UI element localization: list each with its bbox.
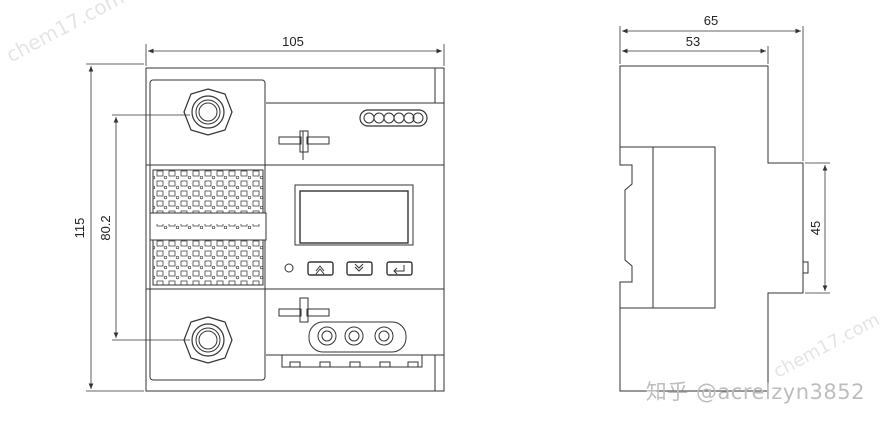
indicator-leds xyxy=(359,109,428,127)
bottom-terminal-nut xyxy=(183,316,233,364)
dim-overall-depth-label: 65 xyxy=(704,13,718,28)
vent-grid-upper xyxy=(152,169,264,214)
side-dimensions xyxy=(619,26,830,294)
vent-grid-lower xyxy=(152,239,264,286)
dim-rail-height-label: 45 xyxy=(808,221,823,235)
dim-terminal-spacing-label: 80.2 xyxy=(98,215,113,240)
top-terminal-nut xyxy=(183,88,233,136)
top-clip xyxy=(278,130,330,160)
enter-button xyxy=(386,261,413,276)
down-button xyxy=(346,261,373,276)
lcd-screen xyxy=(299,190,409,244)
up-button xyxy=(307,261,334,276)
credit-watermark: 知乎 @acrelzyn3852 xyxy=(645,380,865,404)
side-view xyxy=(619,65,809,392)
front-dimensions xyxy=(86,44,445,392)
lcd-frame xyxy=(294,184,414,246)
side-module xyxy=(652,146,716,309)
front-view xyxy=(145,67,445,392)
status-led xyxy=(284,263,294,273)
side-profile xyxy=(619,65,804,392)
dim-width-label: 105 xyxy=(282,34,304,49)
bottom-clip xyxy=(278,297,330,323)
dim-height-label: 115 xyxy=(72,218,87,239)
dim-body-depth-label: 53 xyxy=(686,34,700,49)
comm-terminals xyxy=(281,321,423,368)
